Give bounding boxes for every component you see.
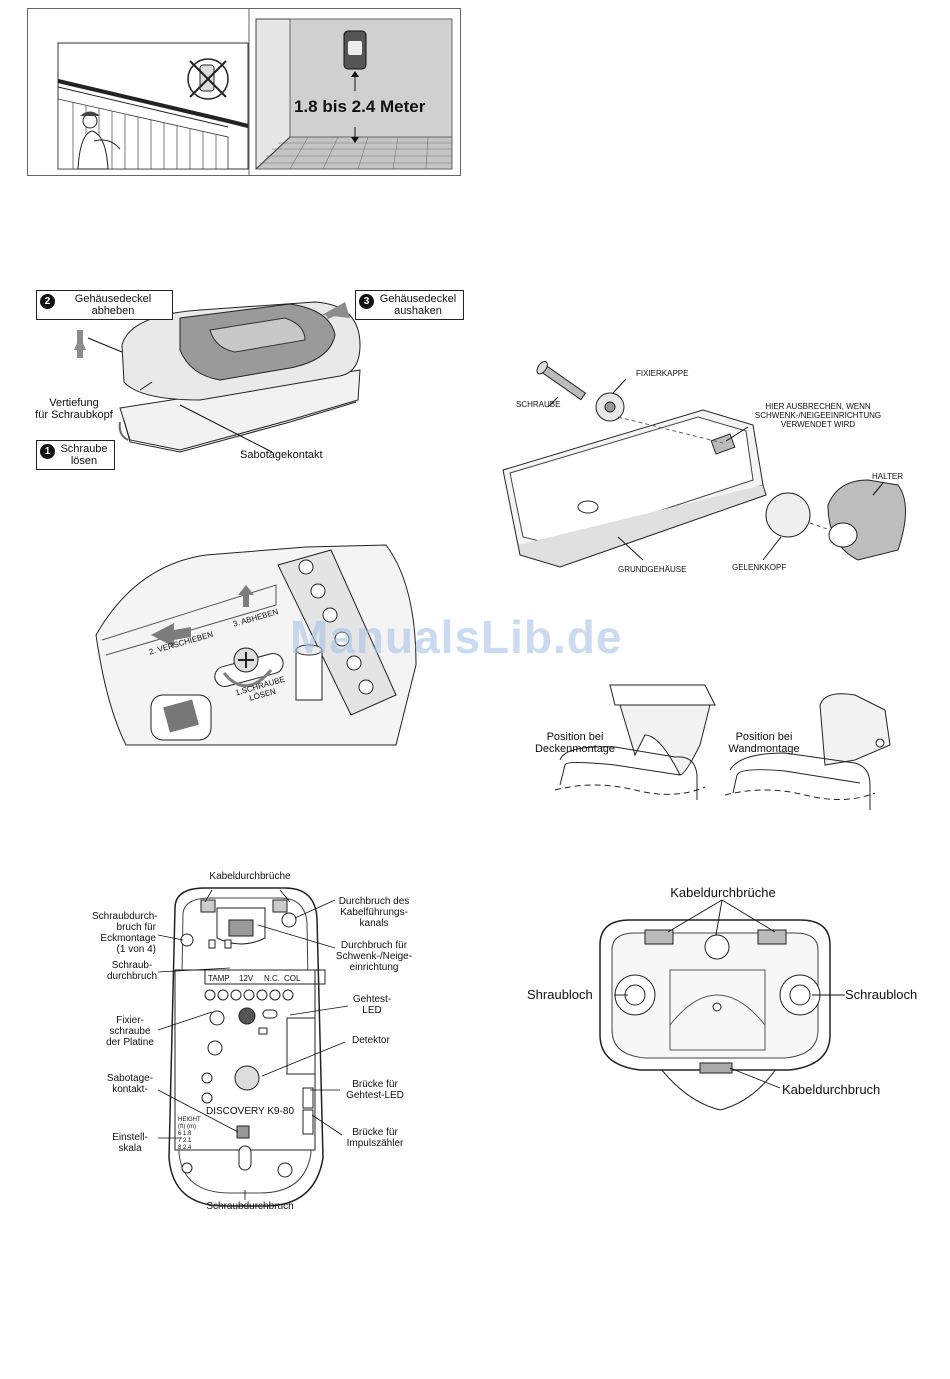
height-scale-row: 8 2.4 xyxy=(178,1145,192,1151)
base-holes-illustration xyxy=(599,919,831,1111)
step3-text: Gehäusedeckel aushaken xyxy=(379,293,457,317)
watermark: ManualsLib.de xyxy=(290,611,623,663)
cover-removal-illustration xyxy=(74,301,361,453)
cap-label: FIXIERKAPPE xyxy=(636,369,689,378)
cable-channel-label: Durchbruch des Kabelführungs- kanals xyxy=(338,896,410,929)
tamper-contact-label: Sabotagekontakt xyxy=(240,449,323,461)
model-label: DISCOVERY K9-80 xyxy=(206,1106,295,1117)
mounting-positions-illustration xyxy=(554,684,891,810)
bottom-knockout-label-2: Kabeldurchbruch xyxy=(782,1082,881,1097)
terminal-col-label: COL xyxy=(284,974,301,983)
pulse-jumper-label: Brücke für Impulszähler xyxy=(346,1127,404,1149)
walk-test-led-label: Gehtest- LED xyxy=(352,994,392,1016)
led-jumper-label: Brücke für Gehtest-LED xyxy=(346,1079,404,1101)
adjust-scale-label: Einstell- skala xyxy=(112,1132,148,1154)
step3-label: 3 Gehäusedeckel aushaken xyxy=(355,290,464,320)
ceiling-position-label: Position bei Deckenmontage xyxy=(534,731,616,755)
swivel-exploded-illustration xyxy=(502,361,906,568)
pcb-layout-illustration xyxy=(168,887,326,1207)
step1-label: 1 Schraube lösen xyxy=(36,440,115,470)
cable-knockouts-label: Kabeldurchbrüche xyxy=(209,871,291,882)
board-fix-screw-label: Fixier- schraube der Platine xyxy=(106,1015,154,1048)
tamper-switch-label: Sabotage- kontakt- xyxy=(106,1073,154,1095)
height-scale-row: (ft) (m) xyxy=(178,1124,196,1130)
detector-label: Detektor xyxy=(352,1035,390,1046)
swivel-knockout-label: Durchbruch für Schwenk-/Neige- einrichtu… xyxy=(335,940,413,973)
step2-label: 2 Gehäusedeckel abheben xyxy=(36,290,173,320)
fig-mounting-height: 1.8 bis 2.4 Meter xyxy=(27,8,461,176)
base-label: GRUNDGEHÄUSE xyxy=(618,565,687,574)
screw-recess-label: Vertiefung für Schraubkopf xyxy=(35,397,113,421)
screw-label: SCHRAUBE xyxy=(516,400,561,409)
burglar-illustration xyxy=(57,9,453,175)
left-screw-hole-label: Shraubloch xyxy=(527,987,593,1002)
knockouts-top-label: Kabeldurchbrüche xyxy=(670,885,776,900)
bottom-knockout-label: Schraubdurchbruch xyxy=(206,1201,294,1212)
ball-label: GELENKKOPF xyxy=(732,563,787,572)
wall-position-label: Position bei Wandmontage xyxy=(728,731,800,755)
corner-mount-label: Schraubdurch- bruch für Eckmontage (1 vo… xyxy=(92,911,158,955)
screw-knockout-label: Schraub- durchbruch xyxy=(106,960,158,982)
terminal-tamp-label: TAMP xyxy=(208,974,230,983)
mounting-height-label: 1.8 bis 2.4 Meter xyxy=(294,97,426,116)
step2-number: 2 xyxy=(40,294,55,309)
breakout-label: HIER AUSBRECHEN, WENN SCHWENK-/NEIGEEINR… xyxy=(754,402,882,429)
step1-text: Schraube lösen xyxy=(60,443,108,467)
height-scale-row: 7 2.1 xyxy=(178,1138,192,1144)
board-release-illustration xyxy=(95,544,417,746)
step2-text: Gehäusedeckel abheben xyxy=(74,293,152,317)
terminal-nc-label: N.C. xyxy=(264,974,280,983)
right-screw-hole-label: Schraubloch xyxy=(845,987,918,1002)
height-scale-header: HEIGHT xyxy=(178,1117,201,1123)
step1-number: 1 xyxy=(40,444,55,459)
holder-label: HALTER xyxy=(872,472,903,481)
height-scale-row: 6 1.8 xyxy=(178,1131,192,1137)
terminal-12v-label: 12V xyxy=(239,974,254,983)
step3-number: 3 xyxy=(359,294,374,309)
